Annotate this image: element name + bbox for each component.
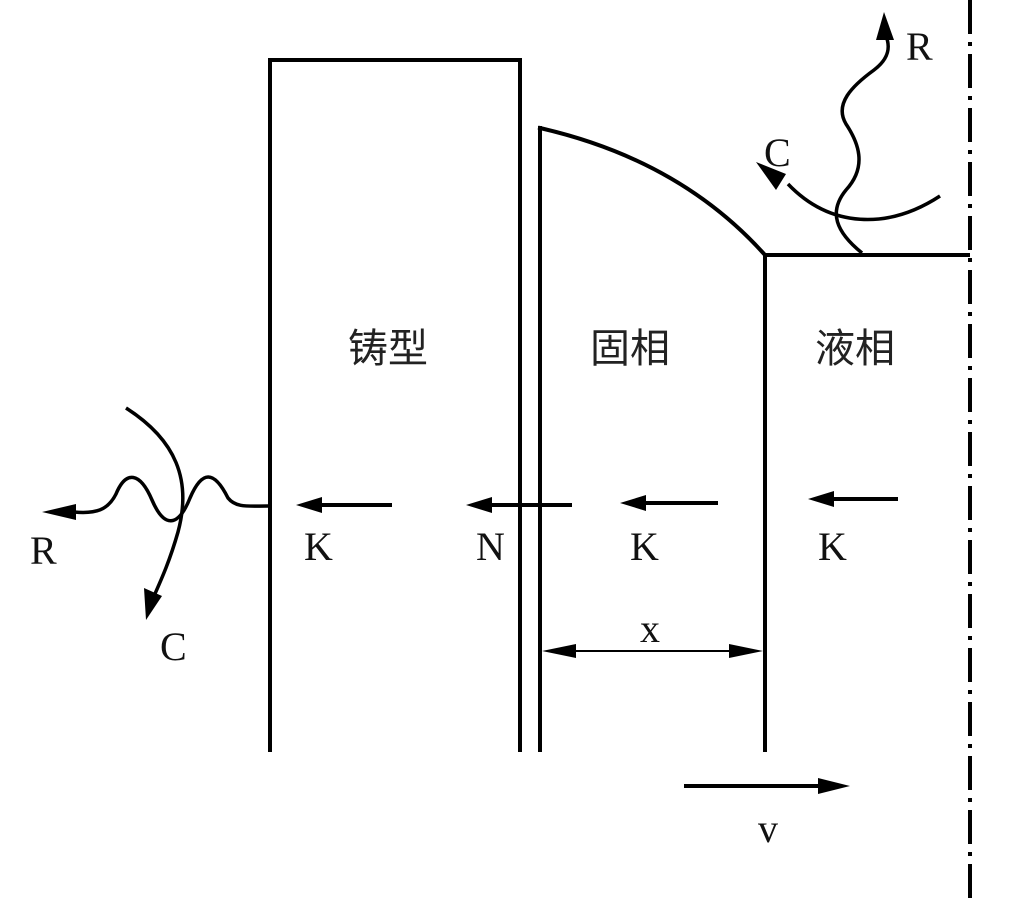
r-radiation-arrow-left xyxy=(42,475,269,523)
k-label-mold: K xyxy=(304,524,333,569)
mold-block xyxy=(268,58,522,752)
liquid-phase-label: 液相 xyxy=(815,326,895,372)
liquid-phase-region xyxy=(763,253,970,752)
n-label-gap: N xyxy=(476,524,505,569)
mold-label: 铸型 xyxy=(348,326,428,372)
solid-phase-label: 固相 xyxy=(590,326,670,372)
k-label-liquid: K xyxy=(818,524,847,569)
c-label-left: C xyxy=(160,624,187,669)
v-velocity-label: v xyxy=(758,806,778,851)
k-arrow-mold xyxy=(296,497,392,513)
r-label-left: R xyxy=(30,528,57,573)
k-arrow-solid xyxy=(620,495,718,511)
v-velocity-arrow xyxy=(684,778,850,794)
x-dimension-arrow xyxy=(542,644,763,658)
r-label-right: R xyxy=(906,24,933,69)
c-convection-arrow-right xyxy=(756,162,941,222)
k-arrow-liquid xyxy=(808,491,898,507)
c-label-right: C xyxy=(764,130,791,175)
n-arrow-gap xyxy=(466,497,572,513)
solid-phase-region xyxy=(537,125,768,752)
x-dimension-label: x xyxy=(640,606,660,651)
k-label-solid: K xyxy=(630,524,659,569)
c-convection-arrow-left xyxy=(125,406,185,620)
